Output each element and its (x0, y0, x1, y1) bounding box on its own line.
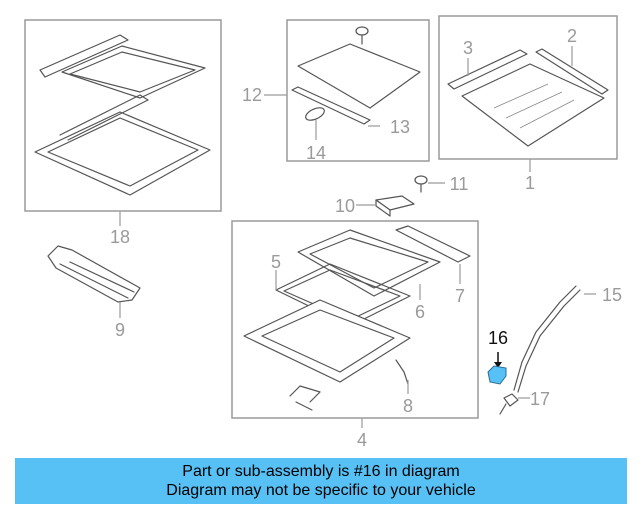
callout-6: 6 (415, 302, 425, 322)
part-group-18[interactable]: 18 (24, 19, 222, 247)
frame-housing (243, 299, 411, 383)
part-box-18 (24, 19, 222, 212)
shade-handle (305, 107, 325, 121)
part-box-4 (231, 220, 479, 419)
callout-10: 10 (335, 196, 355, 216)
callout-13: 13 (390, 117, 410, 137)
clip-head (414, 175, 428, 185)
frame-housing-inner (261, 309, 395, 373)
callout-7: 7 (455, 286, 465, 306)
callout-17: 17 (530, 389, 550, 409)
glass-panel (461, 63, 605, 147)
seal-strip-mid (59, 94, 149, 141)
banner-line-1: Part or sub-assembly is #16 in diagram (182, 463, 460, 480)
sunshade-panel (297, 43, 421, 109)
seal-frame-top-inner (69, 51, 196, 93)
deflector-seal-2 (535, 48, 609, 95)
glass-reflection (493, 83, 575, 129)
leader-16-arrow (494, 362, 502, 368)
hose-connector (395, 359, 409, 385)
part-group-12[interactable]: 12 13 14 (242, 19, 430, 163)
callout-8: 8 (403, 396, 413, 416)
part-group-10[interactable]: 10 (335, 195, 415, 217)
part-group-1[interactable]: 3 2 1 (438, 15, 618, 193)
part-box-12 (286, 19, 430, 162)
part-group-11[interactable]: 11 (414, 174, 469, 194)
frame-upper (297, 229, 441, 297)
front-rail-7 (395, 225, 471, 263)
callout-15: 15 (602, 285, 622, 305)
seal-strip-upper (39, 34, 129, 78)
part-group-9[interactable]: 9 (47, 245, 141, 340)
part-group-15[interactable]: 15 (513, 285, 622, 393)
part-group-4[interactable]: 5 6 7 8 4 (231, 220, 479, 450)
info-banner: Part or sub-assembly is #16 in diagram D… (15, 458, 627, 504)
seal-frame-bottom (34, 111, 211, 196)
part-group-17[interactable]: 17 (499, 389, 550, 415)
banner-line-2: Diagram may not be specific to your vehi… (166, 482, 476, 499)
pushpin-top (355, 26, 369, 36)
callout-2: 2 (567, 26, 577, 46)
trim-bracket (47, 245, 141, 303)
drain-hose-8 (289, 385, 321, 411)
shade-trim-strip (291, 86, 371, 125)
part-group-16[interactable]: 16 (487, 328, 508, 385)
seal-frame-bottom-inner (47, 117, 199, 187)
seal-frame-top (61, 45, 206, 99)
connector-17 (503, 393, 519, 407)
drain-tube-edge (517, 289, 581, 393)
deflector-seal-3 (447, 49, 528, 90)
callout-14: 14 (306, 143, 326, 163)
callout-16: 16 (488, 328, 508, 348)
callout-12: 12 (242, 85, 262, 105)
drain-tube (513, 285, 577, 391)
trim-bracket-ribs (59, 261, 135, 299)
callout-11: 11 (450, 174, 469, 194)
callout-4: 4 (357, 430, 367, 450)
callout-5: 5 (271, 252, 281, 272)
highlighted-clip-16 (487, 365, 507, 385)
callout-1: 1 (525, 173, 535, 193)
frame-upper-inner (309, 237, 429, 289)
callout-3: 3 (463, 38, 473, 58)
callout-18: 18 (110, 227, 130, 247)
callout-9: 9 (115, 320, 125, 340)
drain-connector-side (375, 199, 391, 217)
connector-17-tail (499, 403, 507, 415)
part-box-1 (438, 15, 618, 160)
